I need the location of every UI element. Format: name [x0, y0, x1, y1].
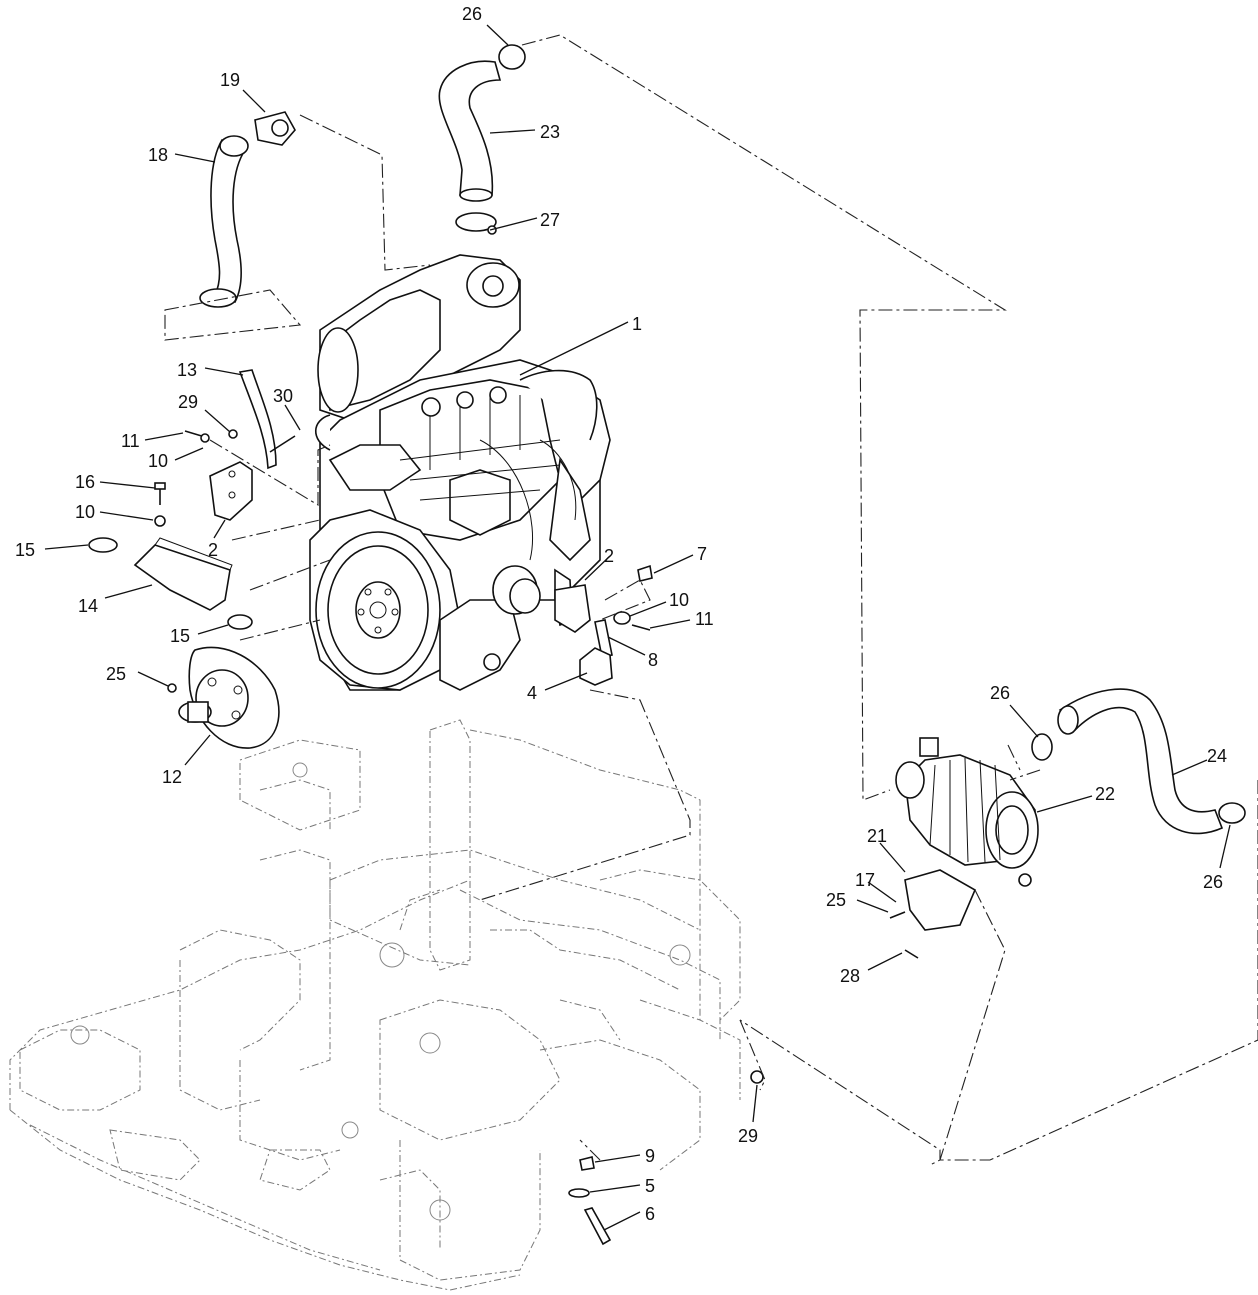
- clamp-26-top: [498, 44, 526, 70]
- callout-2-right: 2: [604, 546, 614, 566]
- clamp-26-mid: [1031, 733, 1053, 761]
- callout-24: 24: [1207, 746, 1227, 766]
- callout-29-lower: 29: [738, 1126, 758, 1146]
- chassis-frame: [9, 719, 741, 1291]
- callout-5: 5: [645, 1176, 655, 1196]
- air-cleaner-22: [895, 737, 1039, 887]
- engine-assembly: [309, 254, 611, 691]
- callout-26-right: 26: [1203, 872, 1223, 892]
- callout-25-left: 25: [106, 664, 126, 684]
- upper-hose-23: [438, 60, 502, 196]
- exhaust-pipe-18: [210, 138, 247, 303]
- mount-4: [579, 647, 613, 686]
- callout-10-right: 10: [669, 590, 689, 610]
- callout-12: 12: [162, 767, 182, 787]
- callout-21: 21: [867, 826, 887, 846]
- bracket-2-right: [554, 584, 591, 633]
- callout-17: 17: [855, 870, 875, 890]
- clip-7: [637, 564, 653, 582]
- callout-26-top: 26: [462, 4, 482, 24]
- bracket-2-left: [209, 461, 253, 521]
- grommet-15-a: [88, 537, 118, 553]
- callout-4: 4: [527, 683, 537, 703]
- callout-8: 8: [648, 650, 658, 670]
- callout-10-left-lower: 10: [75, 502, 95, 522]
- callout-22: 22: [1095, 784, 1115, 804]
- callout-2-left: 2: [208, 540, 218, 560]
- clamp-27: [455, 212, 497, 232]
- bracket-14: [133, 544, 231, 611]
- assembly-lines: [164, 34, 1258, 1166]
- callout-19: 19: [220, 70, 240, 90]
- callout-13: 13: [177, 360, 197, 380]
- callout-11-left: 11: [121, 431, 140, 451]
- callout-29-upper: 29: [178, 392, 198, 412]
- callout-18: 18: [148, 145, 168, 165]
- callout-26-middle: 26: [990, 683, 1010, 703]
- grommet-15-b: [227, 614, 253, 630]
- callout-9: 9: [645, 1146, 655, 1166]
- callout-10-left-upper: 10: [148, 451, 168, 471]
- callout-27: 27: [540, 210, 560, 230]
- callout-11-right: 11: [695, 609, 714, 629]
- hose-24: [1058, 688, 1224, 835]
- callouts: 26 23 27 19 18 1 13 29 30 11 10 16 10 2 …: [15, 4, 1227, 1224]
- strip-13: [238, 369, 277, 470]
- callout-16: 16: [75, 472, 95, 492]
- callout-25-right: 25: [826, 890, 846, 910]
- callout-14: 14: [78, 596, 98, 616]
- bracket-21: [904, 869, 977, 931]
- leader-lines: [44, 24, 1231, 1231]
- callout-23: 23: [540, 122, 560, 142]
- callout-15-lower: 15: [170, 626, 190, 646]
- callout-1: 1: [632, 314, 642, 334]
- callout-7: 7: [697, 544, 707, 564]
- callout-15-left: 15: [15, 540, 35, 560]
- callout-30: 30: [273, 386, 293, 406]
- clamp-26-right: [1218, 802, 1246, 824]
- callout-6: 6: [645, 1204, 655, 1224]
- drive-plate-12: [178, 646, 280, 749]
- callout-28: 28: [840, 966, 860, 986]
